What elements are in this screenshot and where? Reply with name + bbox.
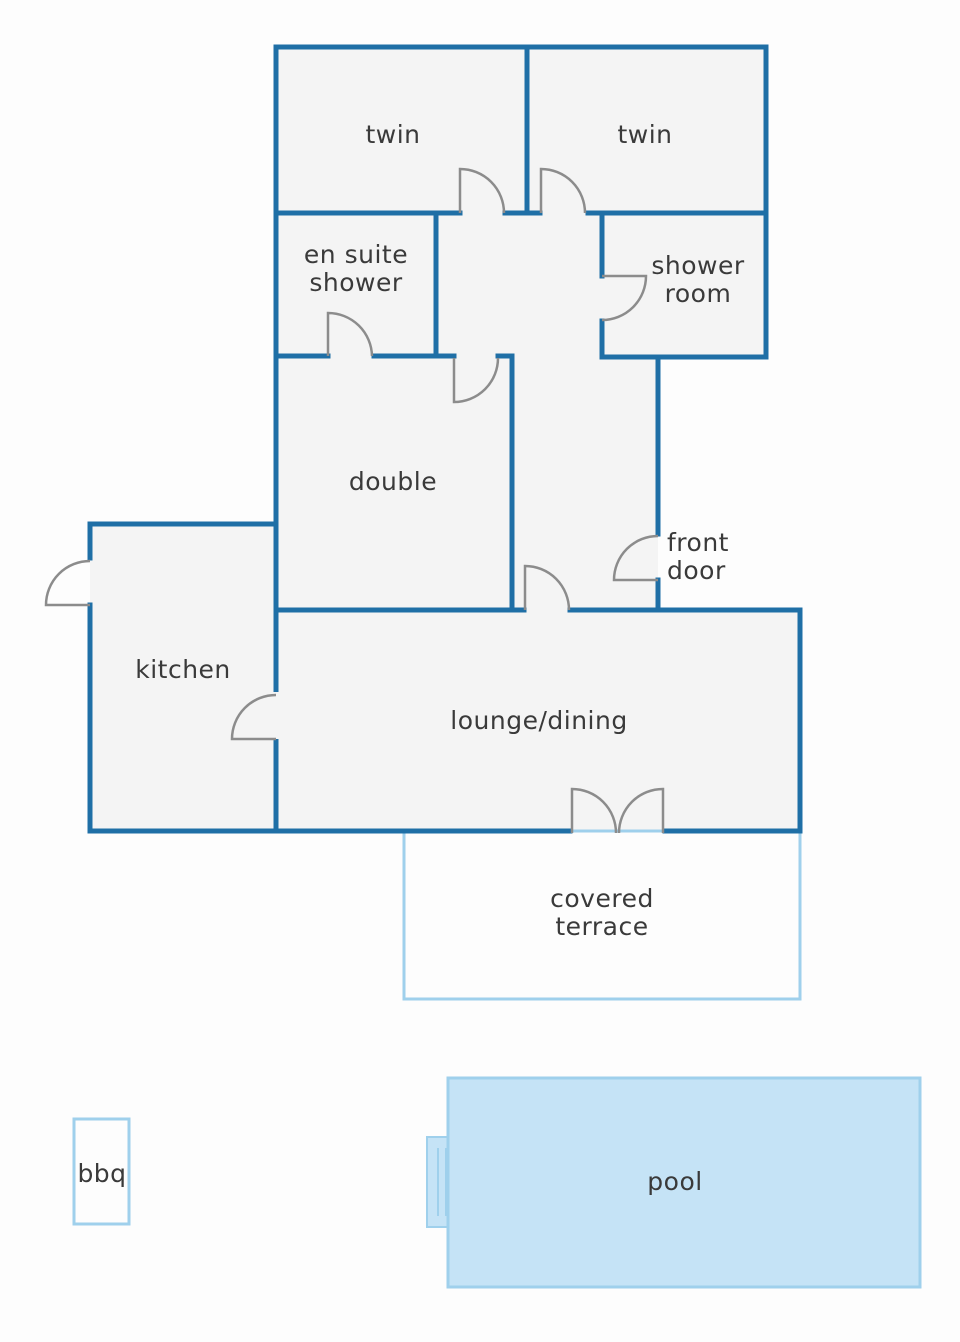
pool-basin bbox=[446, 1076, 922, 1289]
label-shower-room-line2: room bbox=[665, 279, 732, 308]
label-front-door-line1: front bbox=[667, 528, 729, 557]
kitchen-door-gap bbox=[273, 692, 279, 739]
label-shower-room-line1: shower bbox=[651, 251, 744, 280]
door-shower-room bbox=[601, 274, 648, 322]
shower-room-floor bbox=[602, 213, 766, 357]
bbq-outline bbox=[72, 1117, 131, 1226]
door-kitchen-lounge bbox=[230, 693, 277, 741]
label-kitchen: kitchen bbox=[135, 655, 231, 684]
label-en-suite-line2: shower bbox=[309, 268, 402, 297]
hallway-floor bbox=[436, 213, 602, 358]
door-twin-right bbox=[539, 167, 587, 214]
walls bbox=[87, 44, 803, 834]
door-double bbox=[452, 357, 500, 404]
kitchen-floor bbox=[90, 524, 276, 831]
corridor-floor bbox=[512, 357, 658, 610]
door-front bbox=[612, 534, 659, 582]
twin-left-floor bbox=[276, 47, 527, 213]
label-double: double bbox=[349, 467, 437, 496]
label-en-suite-line1: en suite bbox=[304, 240, 408, 269]
door-ensuite bbox=[326, 311, 374, 357]
label-terrace-line1: covered bbox=[550, 884, 654, 913]
lounge-floor bbox=[276, 610, 800, 831]
label-pool: pool bbox=[647, 1167, 702, 1196]
label-bbq: bbq bbox=[77, 1159, 126, 1188]
pool bbox=[426, 1076, 922, 1289]
floor-fills bbox=[90, 47, 800, 831]
label-terrace-line2: terrace bbox=[555, 912, 648, 941]
label-lounge-dining: lounge/dining bbox=[450, 706, 627, 735]
door-kitchen-exterior bbox=[44, 559, 91, 607]
room-labels: twin twin en suite shower shower room do… bbox=[77, 120, 744, 1196]
label-twin-right: twin bbox=[617, 120, 672, 149]
twin-right-floor bbox=[527, 47, 766, 213]
door-terrace-left bbox=[570, 787, 618, 834]
door-twin-left bbox=[458, 167, 506, 214]
label-front-door-line2: door bbox=[667, 556, 726, 585]
door-terrace-right bbox=[617, 787, 665, 834]
covered-terrace-outline bbox=[402, 829, 802, 1001]
label-twin-left: twin bbox=[365, 120, 420, 149]
en-suite-floor bbox=[276, 213, 436, 356]
doors bbox=[44, 167, 665, 834]
door-lounge-corridor bbox=[523, 564, 571, 611]
